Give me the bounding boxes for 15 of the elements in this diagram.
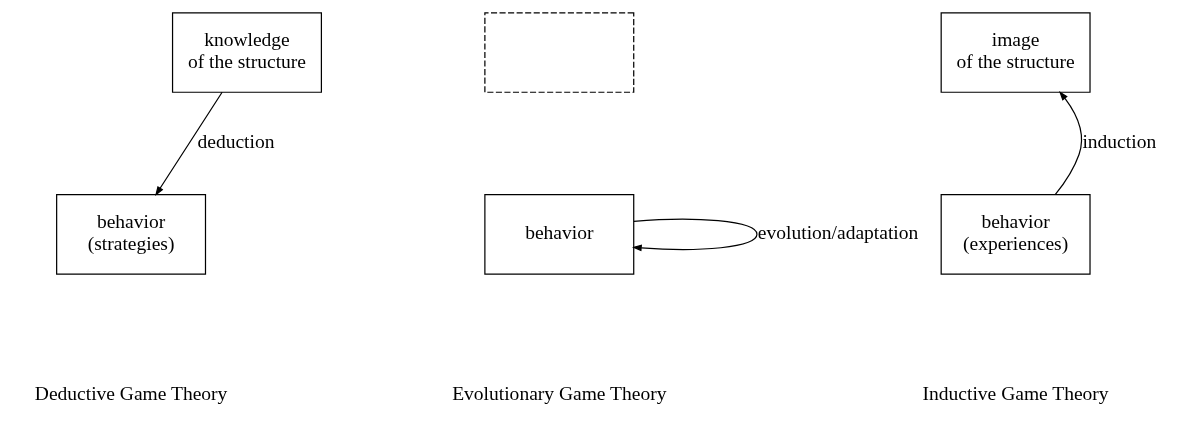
node-box: behavior (strategies) xyxy=(56,194,207,275)
node-box: behavior xyxy=(484,194,635,275)
node-box: image of the structure xyxy=(940,12,1091,93)
arrow xyxy=(631,218,758,252)
label: Deductive Game Theory xyxy=(34,383,228,405)
label: Evolutionary Game Theory xyxy=(452,383,667,405)
edge-label: induction xyxy=(1082,131,1157,153)
edge-label: deduction xyxy=(197,131,275,153)
arrow xyxy=(155,91,223,196)
edge-label: evolution/adaptation xyxy=(757,222,919,244)
arrow xyxy=(1054,90,1083,195)
node-box: behavior (experiences) xyxy=(940,194,1091,275)
node-box: knowledge of the structure xyxy=(171,12,322,93)
label: Inductive Game Theory xyxy=(922,383,1109,405)
node-box xyxy=(484,12,635,93)
